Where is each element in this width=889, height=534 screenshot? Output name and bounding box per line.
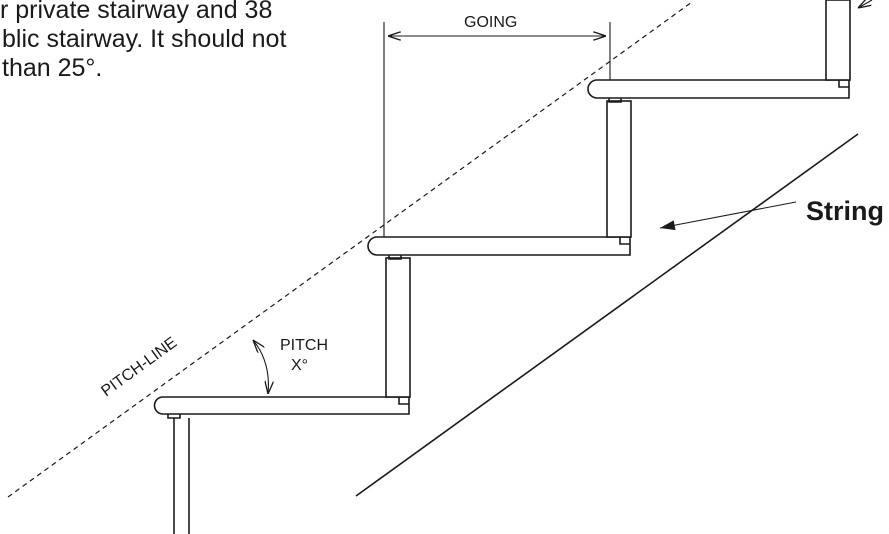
riser-bottom (173, 418, 190, 534)
pitch-line (7, 1, 693, 498)
riser-upper (606, 100, 632, 238)
intro-line-3: than 25°. (2, 54, 103, 82)
riser-top (825, 0, 851, 81)
tread-3 (587, 79, 850, 103)
tread-2 (367, 236, 631, 260)
string-pointer-arrow (659, 201, 797, 231)
intro-line-1: r private stairway and 38 (0, 0, 273, 24)
top-right-pointer (858, 0, 873, 8)
pitch-angle-arc (253, 340, 268, 394)
tread-1 (153, 396, 410, 419)
string-label: String (806, 196, 884, 226)
intro-line-2: blic stairway. It should not (2, 25, 287, 53)
pitch-line-label: PITCH-LINE (98, 334, 180, 400)
going-label: GOING (464, 14, 517, 31)
pitch-angle-label: X° (291, 357, 308, 374)
riser-middle (385, 257, 411, 398)
pitch-label: PITCH (280, 337, 328, 354)
string-line (355, 133, 859, 497)
intro-paragraph: r private stairway and 38 blic stairway.… (0, 0, 360, 83)
